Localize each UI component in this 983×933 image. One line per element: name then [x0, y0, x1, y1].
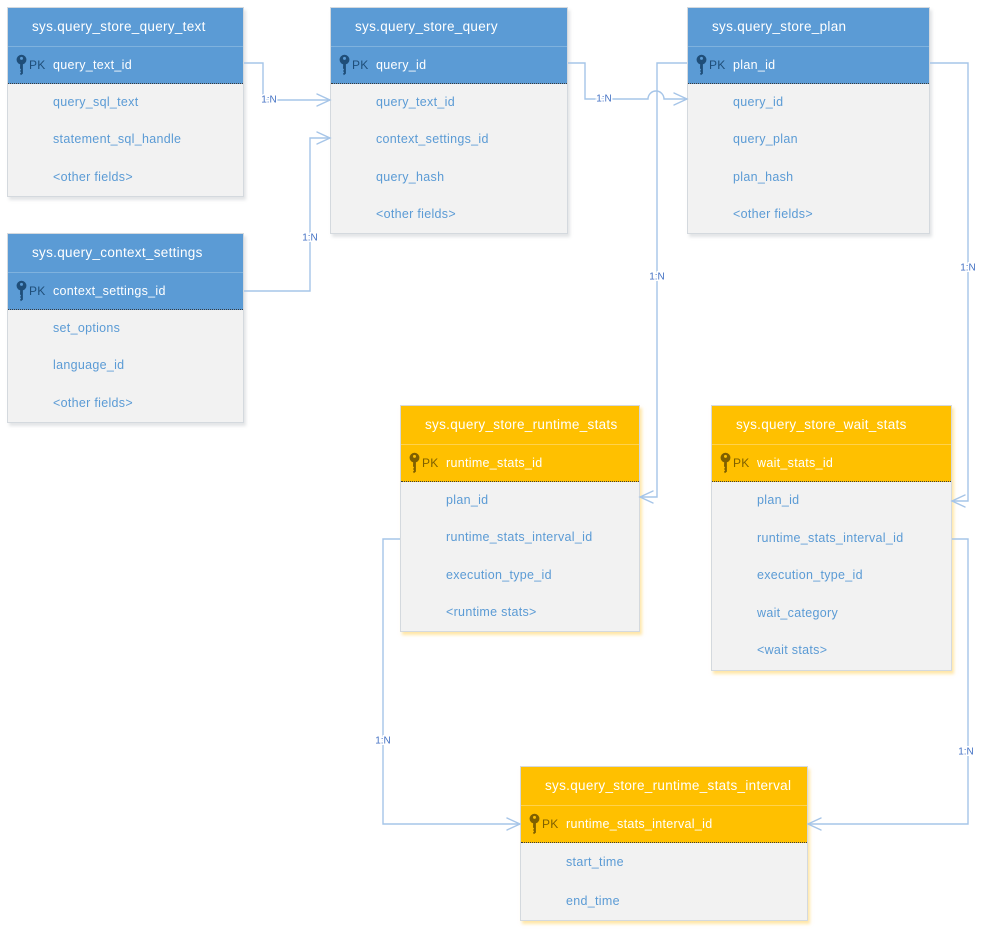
field: query_hash: [376, 169, 445, 184]
entity-query-store-runtime-stats: sys.query_store_runtime_stats PK runtime…: [400, 405, 640, 633]
field-list: plan_id runtime_stats_interval_id execut…: [401, 482, 639, 631]
field: execution_type_id: [757, 568, 863, 582]
pk-label: PK: [29, 284, 46, 298]
pk-label: PK: [422, 456, 439, 470]
relation-label: 1:N: [596, 94, 612, 105]
entity-query-store-wait-stats: sys.query_store_wait_stats PK wait_stats…: [711, 405, 952, 671]
key-icon: [696, 54, 707, 76]
pk-row: PK runtime_stats_id: [401, 445, 639, 482]
pk-label: PK: [542, 817, 559, 831]
pk-field: runtime_stats_interval_id: [566, 817, 713, 831]
field: query_plan: [733, 132, 798, 147]
relation-plan-to-runtime-stats: 1:N: [638, 62, 687, 504]
field: <wait stats>: [757, 643, 828, 657]
key-icon: [529, 813, 540, 835]
entity-query-store-plan: sys.query_store_plan PK plan_id query_id…: [687, 7, 930, 235]
field: <runtime stats>: [446, 604, 537, 619]
pk-field: runtime_stats_id: [446, 456, 543, 470]
field: set_options: [53, 321, 121, 335]
pk-field: query_id: [376, 58, 427, 72]
field: plan_hash: [733, 169, 794, 184]
field-list: query_text_id context_settings_id query_…: [331, 84, 567, 233]
pk-label: PK: [29, 58, 46, 72]
pk-field: wait_stats_id: [757, 456, 834, 470]
field-list: query_id query_plan plan_hash <other fie…: [688, 84, 929, 233]
field: plan_id: [757, 493, 800, 507]
entity-title: sys.query_store_query: [331, 8, 567, 47]
field: end_time: [566, 893, 620, 908]
field: query_text_id: [376, 95, 455, 109]
entity-query-store-query: sys.query_store_query PK query_id query_…: [330, 7, 568, 235]
field: runtime_stats_interval_id: [446, 530, 593, 545]
pk-label: PK: [733, 456, 750, 470]
field: language_id: [53, 358, 125, 373]
entity-title: sys.query_store_plan: [688, 8, 929, 47]
field: execution_type_id: [446, 567, 552, 582]
entity-title: sys.query_store_runtime_stats_interval: [521, 767, 807, 806]
relation-label: 1:N: [375, 736, 391, 747]
pk-row: PK wait_stats_id: [712, 445, 951, 482]
field-list: plan_id runtime_stats_interval_id execut…: [712, 482, 951, 670]
pk-row: PK plan_id: [688, 47, 929, 84]
key-icon: [339, 54, 350, 76]
field: runtime_stats_interval_id: [757, 530, 904, 545]
field: wait_category: [757, 605, 839, 620]
field: query_sql_text: [53, 95, 139, 109]
relation-label: 1:N: [958, 747, 974, 758]
field: <other fields>: [53, 395, 133, 410]
relation-query-text-to-query: 1:N: [244, 62, 332, 107]
pk-row: PK runtime_stats_interval_id: [521, 806, 807, 843]
pk-field: query_text_id: [53, 58, 132, 72]
field: start_time: [566, 855, 624, 869]
field: query_id: [733, 95, 784, 109]
relation-context-settings-to-query: 1:N: [244, 131, 332, 292]
entity-title: sys.query_store_wait_stats: [712, 406, 951, 445]
pk-row: PK context_settings_id: [8, 273, 243, 310]
relation-query-to-plan: 1:N: [568, 62, 689, 106]
pk-label: PK: [352, 58, 369, 72]
field: context_settings_id: [376, 132, 489, 147]
field: <other fields>: [733, 206, 813, 221]
pk-row: PK query_id: [331, 47, 567, 84]
relation-label: 1:N: [302, 233, 318, 244]
pk-field: plan_id: [733, 58, 776, 72]
entity-query-store-runtime-stats-interval: sys.query_store_runtime_stats_interval P…: [520, 766, 808, 921]
entity-title: sys.query_context_settings: [8, 234, 243, 273]
pk-label: PK: [709, 58, 726, 72]
entity-title: sys.query_store_runtime_stats: [401, 406, 639, 445]
field: plan_id: [446, 493, 489, 507]
entity-query-store-query-text: sys.query_store_query_text PK query_text…: [7, 7, 244, 197]
key-icon: [409, 452, 420, 474]
relation-label: 1:N: [960, 263, 976, 274]
field-list: start_time end_time: [521, 843, 807, 920]
relation-label: 1:N: [649, 272, 665, 283]
pk-row: PK query_text_id: [8, 47, 243, 84]
field: <other fields>: [53, 169, 133, 184]
field: <other fields>: [376, 206, 456, 221]
key-icon: [16, 54, 27, 76]
field-list: query_sql_text statement_sql_handle <oth…: [8, 84, 243, 196]
relation-label: 1:N: [261, 95, 277, 106]
entity-query-context-settings: sys.query_context_settings PK context_se…: [7, 233, 244, 423]
field-list: set_options language_id <other fields>: [8, 310, 243, 422]
entity-title: sys.query_store_query_text: [8, 8, 243, 47]
key-icon: [720, 452, 731, 474]
pk-field: context_settings_id: [53, 284, 166, 298]
key-icon: [16, 280, 27, 302]
field: statement_sql_handle: [53, 132, 182, 147]
